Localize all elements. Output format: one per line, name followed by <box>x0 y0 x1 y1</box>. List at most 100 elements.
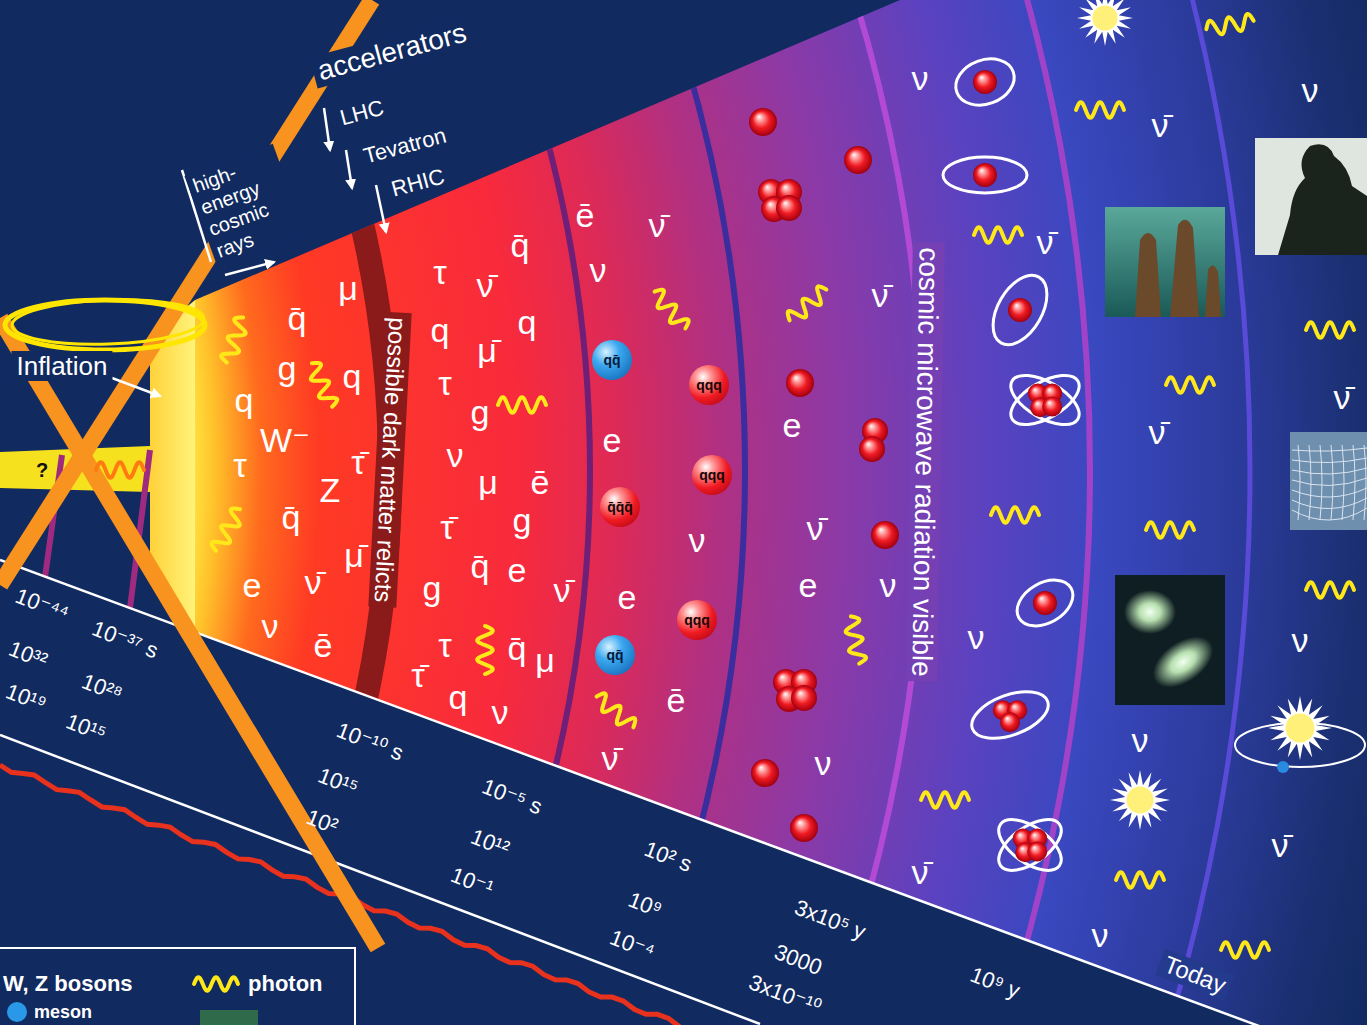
proton-ball <box>973 163 997 187</box>
particle-symbol: q <box>431 313 450 347</box>
grid-line <box>1342 445 1344 520</box>
galaxy-glow <box>1144 626 1223 698</box>
universe-cone <box>195 0 1367 1025</box>
time-axis <box>0 560 1367 1025</box>
particle-symbol: ν <box>262 609 279 643</box>
nuclei <box>749 108 899 842</box>
question-mark: ? <box>36 460 48 480</box>
particle-symbol: e <box>783 408 802 442</box>
particle-symbol: ν̄ <box>1037 225 1054 259</box>
particle-symbol: q̄ <box>471 549 490 583</box>
star-core <box>1127 787 1154 814</box>
meson-circle: qq̄ <box>595 635 635 675</box>
epoch-arc <box>0 0 745 1025</box>
grid-line <box>1364 445 1366 520</box>
timeline-value: 10³² <box>6 638 50 673</box>
proton-ball <box>786 369 814 397</box>
timeline-value: 10⁻⁴⁴ <box>12 585 71 625</box>
photon-wave <box>1146 522 1194 538</box>
particle-symbol: ν̄ <box>807 511 824 545</box>
meson-sample <box>7 1002 27 1022</box>
timeline-value: 10¹⁵ <box>63 710 109 745</box>
baryon-circle: qqq <box>689 365 729 405</box>
particle-symbol: μ <box>338 271 358 305</box>
timeline-value: 10⁻⁵ s <box>479 776 545 819</box>
proton-ball <box>973 70 997 94</box>
star-burst <box>1268 696 1332 760</box>
particle-symbol: ν <box>880 568 897 602</box>
epoch-arc <box>0 0 1250 1025</box>
photon-wave <box>1076 102 1124 118</box>
particle-symbol: ν <box>447 438 464 472</box>
electron-orbit <box>1003 365 1087 434</box>
proton-ball <box>1000 712 1020 732</box>
grid-line <box>1292 458 1367 463</box>
particle-symbol: Z <box>320 473 341 507</box>
timeline-value: 10² s <box>641 838 695 876</box>
proton-ball <box>1042 396 1062 416</box>
photon-wave <box>209 505 247 554</box>
cross-out-stroke <box>0 318 378 948</box>
timeline-value: 10² <box>303 806 341 838</box>
particle-symbol: ν <box>815 746 832 780</box>
particle-symbol: q̄ <box>282 500 301 534</box>
hadron-quarks: qqq <box>684 613 710 627</box>
photon-wave <box>1306 582 1354 598</box>
epoch-arc <box>0 0 590 1025</box>
region-label: accelerators <box>309 16 474 89</box>
baryon-circle: q̄q̄q̄ <box>600 487 640 527</box>
proton-ball <box>859 436 885 462</box>
proton-ball <box>1027 841 1047 861</box>
energy-axis <box>0 735 760 1024</box>
particle-symbol: ν̄ <box>477 268 494 302</box>
galaxy-glow <box>1124 590 1176 634</box>
particle-symbol: τ <box>433 255 446 289</box>
particle-symbol: ν <box>492 695 509 729</box>
particle-symbol: ν̄ <box>1334 380 1351 414</box>
pointer-arrow <box>225 262 274 275</box>
particle-symbol: q <box>235 383 254 417</box>
proton-ball <box>1033 591 1057 615</box>
particle-symbol: τ <box>438 366 451 400</box>
particle-symbol: μ̄ <box>477 333 497 367</box>
particle-symbol: e <box>243 568 262 602</box>
legend-text: photon <box>248 973 323 995</box>
timeline-value: 10⁻³⁷ s <box>89 617 161 662</box>
particle-symbol: q̄ <box>288 301 307 335</box>
particle-symbol: g <box>471 395 490 429</box>
photon-wave <box>1116 872 1164 888</box>
region-label: Inflation <box>11 351 112 381</box>
legend-sample <box>6 1001 28 1023</box>
highlight-ellipse <box>5 300 205 350</box>
grid-line <box>1353 445 1355 520</box>
nebula-pillar <box>1135 233 1161 317</box>
photon-wave <box>96 462 144 478</box>
photon-wave <box>843 615 867 665</box>
grid-line <box>1309 445 1311 520</box>
star-core <box>1286 714 1315 743</box>
legend-item: photon <box>190 973 323 995</box>
particle-symbol: ν <box>1292 623 1309 657</box>
timeline-value: 10⁻¹⁰ s <box>334 719 407 764</box>
proton-ball <box>790 814 818 842</box>
hadron-quarks: q̄q̄q̄ <box>607 500 633 514</box>
timeline-value: 10⁹ y <box>967 964 1023 1003</box>
particle-symbol: g <box>423 571 442 605</box>
timeline-value: 10⁻¹ <box>448 864 496 900</box>
star-core <box>1092 5 1117 30</box>
meson-circle: qq̄ <box>592 340 632 380</box>
particle-symbol: q̄ <box>508 631 527 665</box>
particle-symbol: e <box>508 553 527 587</box>
particle-symbol: e <box>618 580 637 614</box>
timeline-value: 10⁹ <box>625 889 665 922</box>
star-burst <box>1110 770 1170 830</box>
legend-frame <box>0 948 355 1025</box>
legend-text: W, Z bosons <box>3 973 133 995</box>
pointer-arrow <box>346 150 352 188</box>
particle-symbol: ν <box>1092 918 1109 952</box>
particle-symbol: μ <box>478 465 498 499</box>
pointer-arrow <box>112 378 160 396</box>
photon-wave <box>991 507 1039 523</box>
hadron-quarks: qq̄ <box>606 648 623 662</box>
grid-line <box>1292 478 1367 486</box>
